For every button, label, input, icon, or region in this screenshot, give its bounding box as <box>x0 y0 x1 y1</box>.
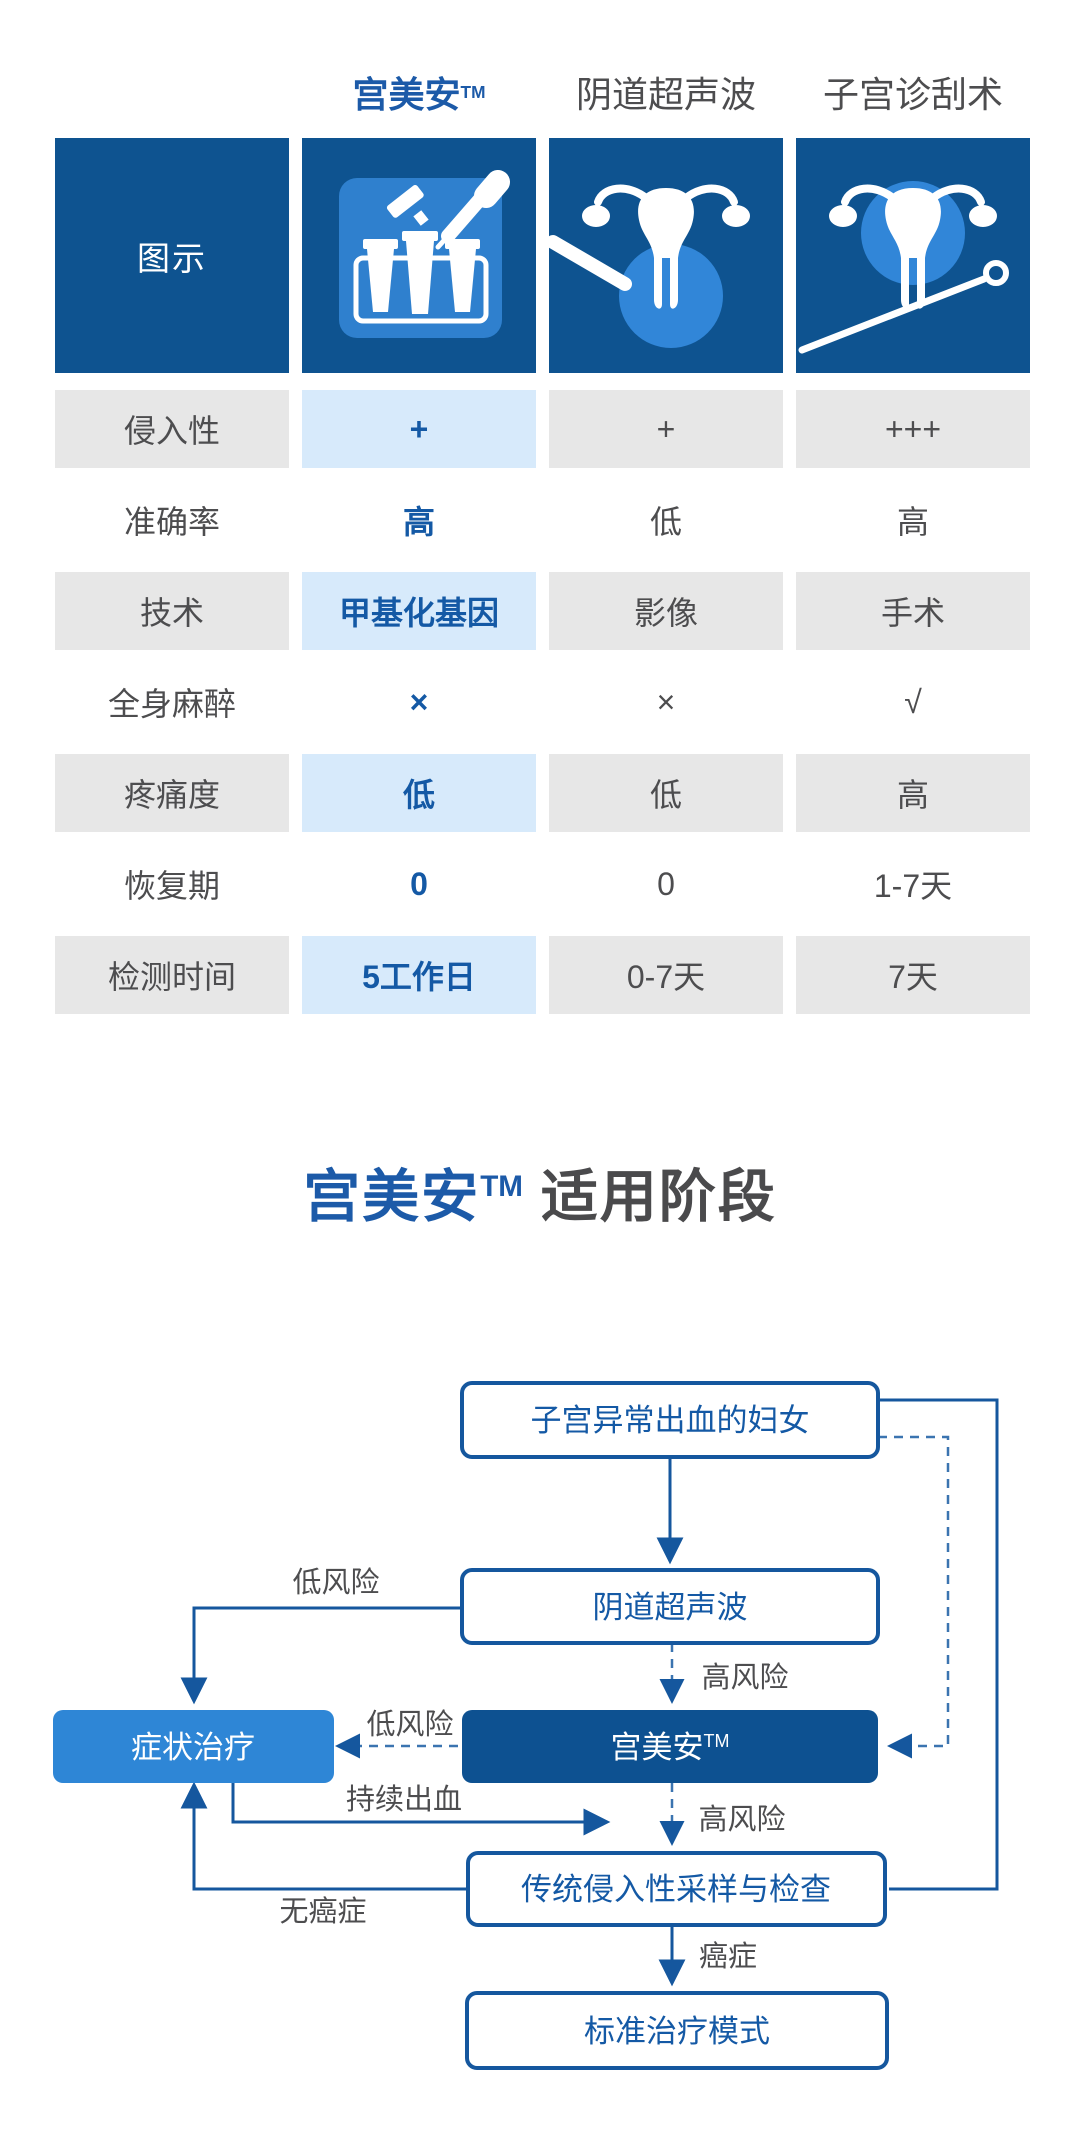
row-label: 恢复期 <box>55 845 289 923</box>
table-row: 准确率 高 低 高 <box>55 481 1080 559</box>
gongmeian-icon-cell <box>302 138 536 373</box>
node-standard-treatment <box>465 1991 889 2070</box>
uterus-ultrasound-probe-icon <box>549 184 750 348</box>
uterus-curette-icon <box>798 181 1009 354</box>
row-label: 全身麻醉 <box>55 663 289 741</box>
cell-ultrasound: 影像 <box>549 572 783 650</box>
svg-text:子宫异常出血的妇女: 子宫异常出血的妇女 <box>531 1403 810 1438</box>
table-row: 疼痛度 低 低 高 <box>55 754 1080 832</box>
cell-ultrasound: 0-7天 <box>549 936 783 1014</box>
section-title-rest: 适用阶段 <box>540 1165 777 1229</box>
row-label: 技术 <box>55 572 289 650</box>
edge-ultrasound-lowrisk-to-symptomatic <box>180 1606 462 1705</box>
cell-ultrasound: × <box>549 663 783 741</box>
brand-name: 宫美安 <box>352 74 461 115</box>
section-title: 宫美安TM 适用阶段 <box>0 1145 1080 1229</box>
table-row: 恢复期 0 0 1-7天 <box>55 845 1080 923</box>
cell-gongmeian: × <box>302 663 536 741</box>
row-label: 侵入性 <box>55 390 289 468</box>
brand-title: 宫美安TM <box>303 1165 523 1229</box>
label-cancer: 癌症 <box>699 1940 757 1973</box>
table-row: 全身麻醉 × × √ <box>55 663 1080 741</box>
cell-gongmeian: 5工作日 <box>302 936 536 1014</box>
column-header-curettage: 子宫诊刮术 <box>822 74 1003 115</box>
table-row: 检测时间 5工作日 0-7天 7天 <box>55 936 1080 1014</box>
column-header-ultrasound: 阴道超声波 <box>575 74 756 115</box>
cell-ultrasound: 0 <box>549 845 783 923</box>
row-label: 准确率 <box>55 481 289 559</box>
label-high-risk-1: 高风险 <box>701 1661 788 1694</box>
edge-invasive-nocancer-to-symptomatic <box>180 1781 468 1891</box>
label-persistent-bleeding: 持续出血 <box>346 1783 462 1816</box>
curettage-icon-cell <box>796 138 1030 373</box>
table-row: 技术 甲基化基因 影像 手术 <box>55 572 1080 650</box>
flow-edge-labels: 低风险 高风险 低风险 持续出血 高风险 无癌症 癌症 <box>279 1566 788 1973</box>
cell-ultrasound: 低 <box>549 481 783 559</box>
applicable-stage-flowchart: 子宫异常出血的妇女 阴道超声波 宫美安TM 症状治疗 传统侵入性采样与检查 标准… <box>53 1381 999 2070</box>
cell-gongmeian: 甲基化基因 <box>302 572 536 650</box>
flow-dashed-edges <box>335 1435 950 1846</box>
row-label: 疼痛度 <box>55 754 289 832</box>
cell-curettage: 高 <box>796 754 1030 832</box>
header-spacer <box>55 60 289 124</box>
sample-tubes-pipette-icon <box>339 170 510 338</box>
cell-curettage: 7天 <box>796 936 1030 1014</box>
node-symptomatic-treatment <box>53 1710 334 1783</box>
label-low-risk-2: 低风险 <box>366 1708 453 1741</box>
table-row: 侵入性 + + +++ <box>55 390 1080 468</box>
edge-bleeding-to-gongmeian-dashed <box>878 1435 950 1759</box>
image-row-label: 图示 <box>55 138 289 373</box>
node-ultrasound <box>460 1568 880 1645</box>
node-invasive-sampling <box>466 1851 887 1927</box>
cell-curettage: +++ <box>796 390 1030 468</box>
cell-ultrasound: 低 <box>549 754 783 832</box>
flow-nodes: 子宫异常出血的妇女 阴道超声波 宫美安TM 症状治疗 传统侵入性采样与检查 标准… <box>53 1381 889 2070</box>
cell-curettage: √ <box>796 663 1030 741</box>
cell-gongmeian: + <box>302 390 536 468</box>
edge-bleeding-to-invasive <box>878 1398 999 1891</box>
flow-edges <box>180 1398 999 1987</box>
label-high-risk-2: 高风险 <box>698 1803 785 1836</box>
svg-text:标准治疗模式: 标准治疗模式 <box>584 2014 770 2049</box>
svg-text:阴道超声波: 阴道超声波 <box>593 1590 748 1625</box>
cell-curettage: 1-7天 <box>796 845 1030 923</box>
cell-gongmeian: 高 <box>302 481 536 559</box>
trademark-mark: TM <box>460 81 486 102</box>
trademark-mark: TM <box>480 1170 523 1203</box>
label-low-risk-1: 低风险 <box>292 1566 379 1599</box>
cell-curettage: 手术 <box>796 572 1030 650</box>
svg-text:宫美安TM: 宫美安TM <box>611 1730 730 1765</box>
image-row: 图示 <box>55 138 1080 373</box>
cell-curettage: 高 <box>796 481 1030 559</box>
cell-ultrasound: + <box>549 390 783 468</box>
node-gongmeian <box>462 1710 878 1783</box>
node-abnormal-bleeding <box>460 1381 880 1459</box>
row-label: 检测时间 <box>55 936 289 1014</box>
svg-text:症状治疗: 症状治疗 <box>131 1730 255 1765</box>
cell-gongmeian: 低 <box>302 754 536 832</box>
ultrasound-icon-cell <box>549 138 783 373</box>
svg-text:传统侵入性采样与检查: 传统侵入性采样与检查 <box>521 1872 831 1907</box>
cell-gongmeian: 0 <box>302 845 536 923</box>
edge-symptomatic-persistent-bleeding <box>231 1783 611 1836</box>
label-no-cancer: 无癌症 <box>279 1895 366 1928</box>
